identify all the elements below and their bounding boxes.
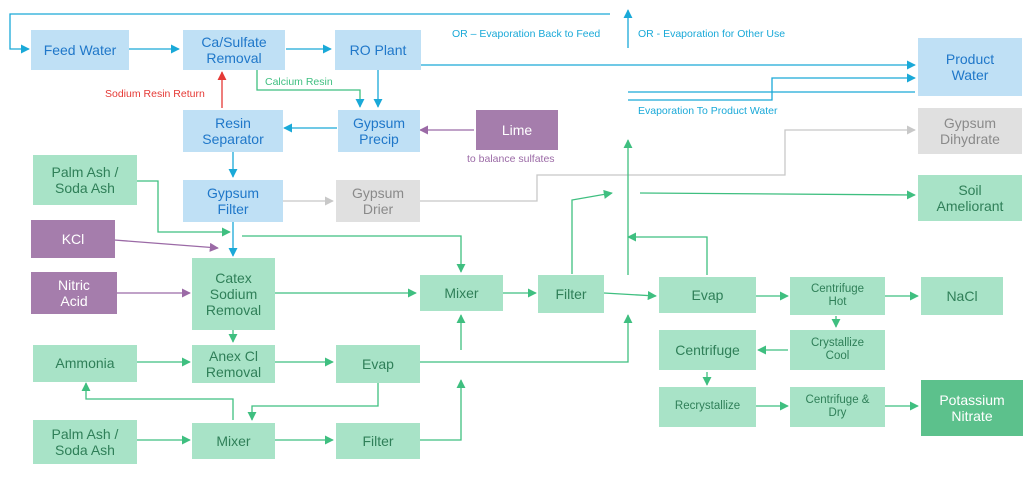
- node-filter-bottom[interactable]: Filter: [336, 423, 420, 459]
- line-evap-to-product: [628, 73, 916, 101]
- node-kcl[interactable]: KCl: [31, 220, 115, 258]
- node-mixer-bottom[interactable]: Mixer: [192, 423, 275, 459]
- arrow-mixer-up-to-ammonia: [81, 382, 234, 420]
- node-nitric-acid[interactable]: Nitric Acid: [31, 272, 117, 314]
- arrow-filter-bottom-up: [420, 379, 466, 441]
- node-palm-ash-bottom[interactable]: Palm Ash / Soda Ash: [33, 420, 137, 464]
- label-sodium-resin-return: Sodium Resin Return: [105, 88, 205, 100]
- node-palm-ash-top[interactable]: Palm Ash / Soda Ash: [33, 155, 137, 205]
- node-ro-plant[interactable]: RO Plant: [335, 30, 421, 70]
- node-filter-mid[interactable]: Filter: [538, 275, 604, 313]
- label-evap-other-use: OR - Evaporation for Other Use: [638, 28, 786, 40]
- arrow-palm-top-in: [137, 180, 231, 237]
- arrow-drier-to-dihydrate: [420, 125, 916, 202]
- arrow-kcl-in: [113, 239, 219, 252]
- node-gypsum-filter[interactable]: Gypsum Filter: [183, 180, 283, 222]
- node-nacl[interactable]: NaCl: [921, 277, 1003, 315]
- node-gypsum-dihydrate[interactable]: Gypsum Dihydrate: [918, 108, 1022, 154]
- node-centrifuge-dry[interactable]: Centrifuge & Dry: [790, 387, 885, 427]
- node-catex-sodium-removal[interactable]: Catex Sodium Removal: [192, 258, 275, 330]
- node-resin-separator[interactable]: Resin Separator: [183, 110, 283, 152]
- node-ammonia[interactable]: Ammonia: [33, 345, 137, 382]
- label-calcium-resin: Calcium Resin: [265, 76, 333, 88]
- node-gypsum-drier[interactable]: Gypsum Drier: [336, 180, 420, 222]
- node-mixer-mid[interactable]: Mixer: [420, 275, 503, 311]
- node-ca-sulfate-removal[interactable]: Ca/Sulfate Removal: [183, 30, 285, 70]
- node-potassium-nitrate[interactable]: Potassium Nitrate: [921, 380, 1023, 436]
- node-anex-cl-removal[interactable]: Anex Cl Removal: [192, 345, 275, 383]
- label-evap-to-product-water: Evaporation To Product Water: [638, 105, 778, 117]
- line-calcium-resin: [256, 69, 365, 108]
- node-centrifuge-hot[interactable]: Centrifuge Hot: [790, 277, 885, 315]
- arrow-evap-down-to-mixer: [247, 383, 379, 421]
- label-to-balance-sulfates: to balance sulfates: [467, 153, 555, 165]
- node-soil-ameliorant[interactable]: Soil Ameliorant: [918, 175, 1022, 221]
- arrow-evap-loop: [627, 232, 708, 275]
- node-feed-water[interactable]: Feed Water: [31, 30, 129, 70]
- arrow-evap-to-right: [420, 314, 633, 363]
- node-recrystallize[interactable]: Recrystallize: [659, 387, 756, 427]
- arrow-to-soil: [639, 190, 916, 200]
- arrow-filter-mid-to-evap: [603, 290, 657, 301]
- node-evap-right[interactable]: Evap: [659, 277, 756, 313]
- label-evap-back-to-feed: OR – Evaporation Back to Feed: [452, 28, 601, 40]
- arrow-filter-to-mixer-top: [242, 235, 466, 273]
- node-centrifuge[interactable]: Centrifuge: [659, 330, 756, 370]
- arrow-evap-back-to-feed: [9, 13, 610, 54]
- node-evap-mid[interactable]: Evap: [336, 345, 420, 383]
- node-lime[interactable]: Lime: [476, 110, 558, 150]
- node-gypsum-precip[interactable]: Gypsum Precip: [338, 110, 420, 152]
- node-product-water[interactable]: Product Water: [918, 38, 1022, 96]
- node-crystallize-cool[interactable]: Crystallize Cool: [790, 330, 885, 370]
- arrow-filter-up: [571, 189, 613, 274]
